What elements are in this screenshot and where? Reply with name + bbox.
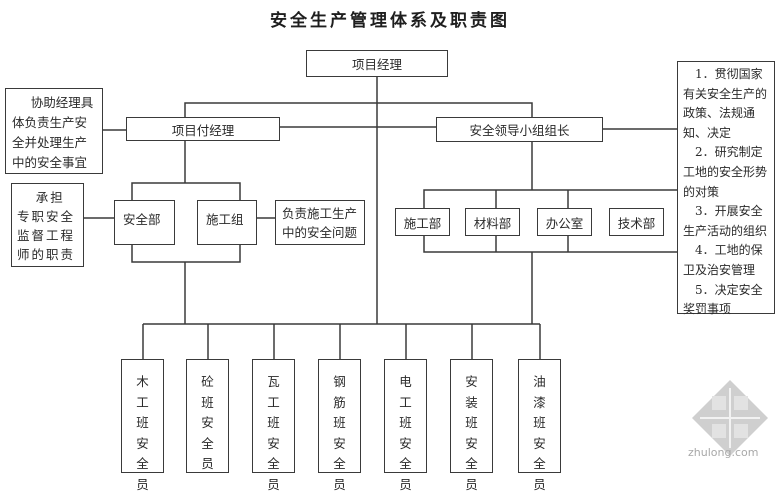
safety-leader-box[interactable]: 安全领导小组组长	[436, 117, 603, 142]
watermark-text: zhulong.com	[688, 446, 758, 459]
dept-label: 施工部	[404, 213, 442, 232]
dept-box-office[interactable]: 办公室	[537, 208, 592, 236]
project-manager-box[interactable]: 项目经理	[306, 50, 448, 77]
construction-note-text: 负责施工生产中的安全问题	[282, 206, 357, 240]
officer-label-char: 漆	[533, 393, 546, 414]
deputy-manager-label: 项目付经理	[172, 120, 235, 139]
team-safety-officer-box[interactable]: 安装班安全员	[450, 359, 493, 473]
officer-label-char: 员	[136, 475, 149, 495]
dept-label: 材料部	[474, 213, 512, 232]
dept-box-construction[interactable]: 施工部	[395, 208, 450, 236]
officer-label-char: 筋	[333, 393, 346, 414]
officer-label-char: 安	[399, 434, 412, 455]
officer-label-char: 安	[333, 434, 346, 455]
team-safety-officer-box[interactable]: 钢筋班安全员	[318, 359, 361, 473]
officer-label-char: 电	[399, 372, 412, 393]
officer-label-char: 瓦	[267, 372, 280, 393]
officer-label-char: 全	[399, 454, 412, 475]
team-safety-officer-box[interactable]: 砼班安全员	[186, 359, 229, 473]
deputy-note-box: 协助经理具体负责生产安全并处理生产中的安全事宜	[5, 88, 103, 174]
officer-label-char: 工	[267, 393, 280, 414]
officer-label-char: 班	[399, 413, 412, 434]
officer-label-char: 全	[465, 454, 478, 475]
officer-label-char: 员	[533, 475, 546, 495]
officer-label-char: 员	[201, 454, 214, 475]
officer-label-char: 班	[267, 413, 280, 434]
officer-label-char: 员	[399, 475, 412, 495]
officer-label-char: 安	[267, 434, 280, 455]
officer-label-char: 班	[465, 413, 478, 434]
safety-dept-label: 安全部	[123, 212, 161, 227]
officer-label-char: 安	[465, 434, 478, 455]
leader-duties-box: 1．贯彻国家有关安全生产的政策、法规通知、决定 2．研究制定工地的安全形势的对策…	[677, 61, 775, 314]
officer-label-char: 全	[136, 454, 149, 475]
project-manager-label: 项目经理	[352, 54, 402, 73]
safety-leader-label: 安全领导小组组长	[469, 120, 569, 139]
upper-left-bus	[132, 183, 240, 200]
construction-group-box[interactable]: 施工组	[197, 200, 257, 245]
construction-note-box: 负责施工生产中的安全问题	[275, 200, 365, 245]
dept-label: 办公室	[546, 213, 584, 232]
duty-item: 5．决定安全奖罚事项	[683, 281, 769, 320]
officer-label-char: 全	[201, 434, 214, 455]
officer-label-char: 砼	[201, 372, 214, 393]
team-safety-officer-box[interactable]: 油漆班安全员	[518, 359, 561, 473]
team-safety-officer-box[interactable]: 电工班安全员	[384, 359, 427, 473]
safety-dept-box[interactable]: 安全部	[114, 200, 175, 245]
officer-label-char: 员	[267, 475, 280, 495]
dept-box-materials[interactable]: 材料部	[465, 208, 520, 236]
officer-label-char: 全	[267, 454, 280, 475]
officer-label-char: 木	[136, 372, 149, 393]
officer-label-char: 装	[465, 393, 478, 414]
team-safety-officer-box[interactable]: 木工班安全员	[121, 359, 164, 473]
construction-group-label: 施工组	[206, 212, 244, 227]
safety-dept-note-text: 承担专职安全监督工程师的职责	[17, 190, 75, 262]
officer-label-char: 钢	[333, 372, 346, 393]
officer-label-char: 油	[533, 372, 546, 393]
duty-item: 2．研究制定工地的安全形势的对策	[683, 143, 769, 202]
lower-left-bus	[132, 245, 240, 262]
officer-label-char: 工	[136, 393, 149, 414]
officer-label-char: 安	[465, 372, 478, 393]
duty-item: 4．工地的保卫及治安管理	[683, 241, 769, 280]
duty-item: 3．开展安全生产活动的组织	[683, 202, 769, 241]
upper-right-bus	[424, 190, 696, 208]
top-branch-line	[185, 103, 532, 117]
deputy-manager-box[interactable]: 项目付经理	[126, 117, 280, 141]
officer-label-char: 工	[399, 393, 412, 414]
lower-right-bus	[424, 235, 696, 252]
deputy-note-text: 协助经理具体负责生产安全并处理生产中的安全事宜	[12, 95, 93, 170]
officer-label-char: 班	[333, 413, 346, 434]
team-safety-officer-box[interactable]: 瓦工班安全员	[252, 359, 295, 473]
dept-box-technical[interactable]: 技术部	[609, 208, 664, 236]
officer-label-char: 班	[533, 413, 546, 434]
dept-label: 技术部	[618, 213, 656, 232]
officer-label-char: 安	[136, 434, 149, 455]
officer-label-char: 员	[333, 475, 346, 495]
officer-label-char: 全	[333, 454, 346, 475]
officer-label-char: 班	[136, 413, 149, 434]
safety-dept-note-box: 承担专职安全监督工程师的职责	[11, 183, 84, 267]
officer-label-char: 安	[201, 413, 214, 434]
duty-item: 1．贯彻国家有关安全生产的政策、法规通知、决定	[683, 65, 769, 143]
officer-label-char: 员	[465, 475, 478, 495]
officer-label-char: 全	[533, 454, 546, 475]
officer-label-char: 安	[533, 434, 546, 455]
officer-label-char: 班	[201, 393, 214, 414]
